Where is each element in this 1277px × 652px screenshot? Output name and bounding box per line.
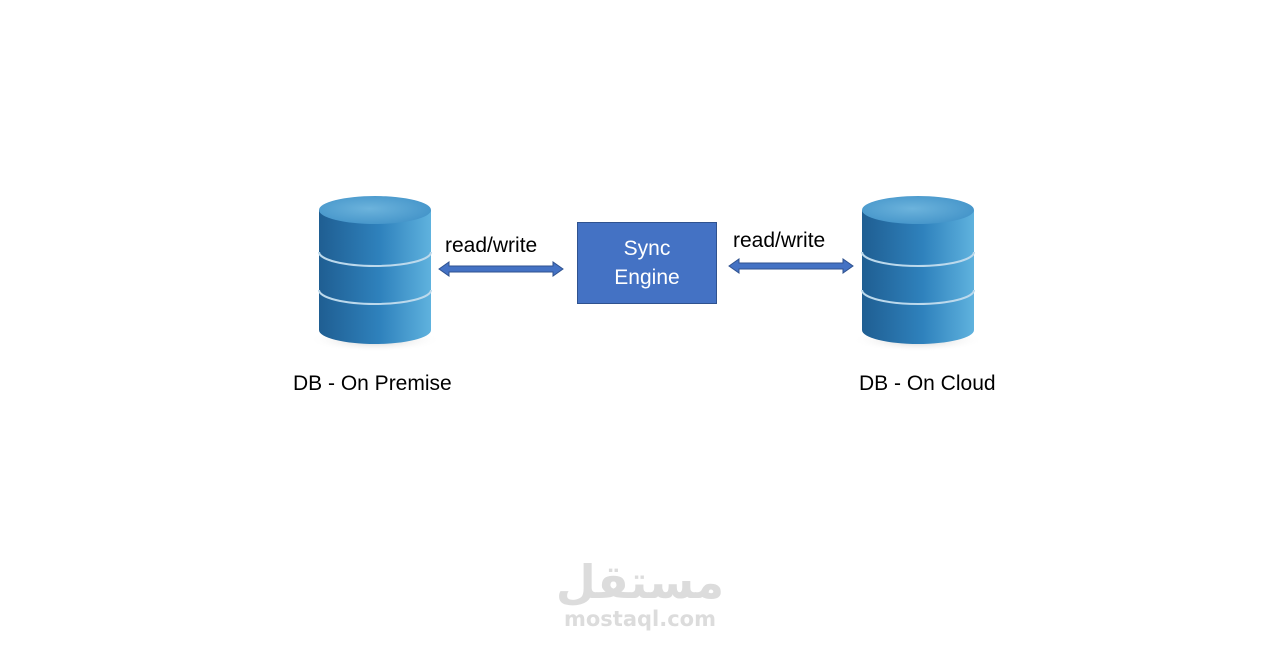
db-on-premise-label: DB - On Premise — [293, 372, 452, 395]
sync-engine-box: Sync Engine — [577, 222, 717, 304]
watermark-domain: mostaql.com — [564, 607, 716, 631]
database-on-cloud — [848, 180, 988, 355]
watermark-logo: مستقل — [555, 555, 725, 609]
db-on-cloud-label: DB - On Cloud — [859, 372, 996, 395]
read-write-label-left: read/write — [445, 234, 538, 257]
read-write-label-right: read/write — [733, 229, 826, 252]
sync-engine-label-line2: Engine — [614, 266, 680, 289]
bidirectional-arrow-left — [438, 261, 564, 277]
database-icon — [309, 196, 441, 352]
bidirectional-arrow-right — [728, 258, 854, 274]
sync-engine-label-line1: Sync — [623, 237, 671, 260]
watermark: مستقل mostaql.com — [540, 555, 740, 631]
database-icon — [852, 196, 984, 352]
database-on-premise — [305, 180, 445, 355]
